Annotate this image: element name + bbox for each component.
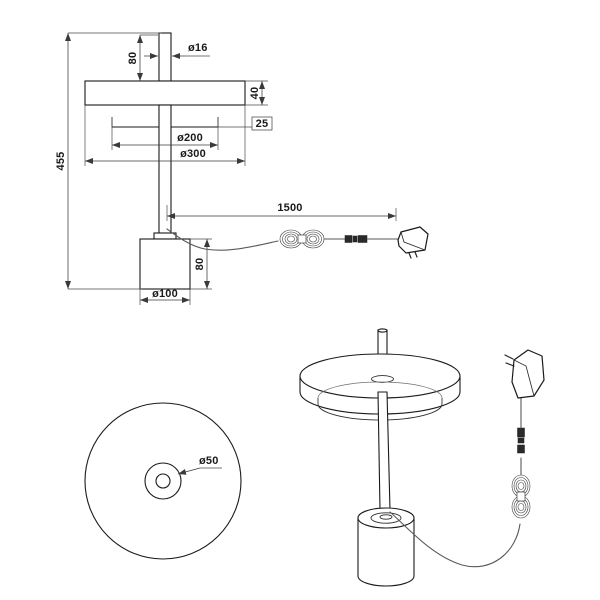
persp-cable-coil-bundle	[511, 474, 531, 519]
top-view-center-hole	[155, 473, 171, 489]
dim-40-label: 40	[249, 87, 261, 100]
persp-cable-segment-base-to-coil	[389, 511, 521, 568]
cable-coil-bundle	[279, 229, 325, 249]
persp-cable-inline-connector	[517, 427, 525, 454]
wall-plug	[397, 226, 429, 259]
dim-stem-diameter: ø16	[144, 42, 210, 59]
persp-base-top	[357, 507, 415, 529]
top-view: ø50	[84, 402, 242, 560]
persp-cable-assembly	[389, 349, 545, 568]
front-stem-upper	[158, 32, 172, 82]
dim-top-view-hole: ø50	[177, 455, 222, 475]
persp-base	[357, 507, 415, 587]
persp-inner-plate-top	[317, 381, 443, 399]
persp-base-stem-hole	[379, 514, 393, 520]
stem-upper-body	[158, 32, 172, 82]
dim-base-diameter: ø100	[139, 288, 191, 305]
dim-inner-plate-offset: 25	[218, 116, 273, 131]
persp-base-inner-ring	[370, 512, 402, 524]
dim-d50-leader-line	[177, 467, 201, 475]
dim-overall-height: 455	[55, 32, 162, 290]
dim-base-height: 80	[190, 238, 212, 290]
stem-lower-body	[158, 104, 172, 238]
plug-edge-fold	[400, 231, 426, 251]
front-stem-lower	[153, 104, 177, 240]
dim-80-top-label: 80	[127, 52, 139, 65]
front-base	[139, 238, 191, 290]
front-elevation-view: 455 80 ø16 40 25	[55, 32, 429, 305]
dim-d300-label: ø300	[180, 148, 206, 160]
shade-body	[84, 80, 246, 106]
dim-d16-label: ø16	[188, 42, 208, 54]
plug-body	[397, 226, 429, 254]
front-cable-assembly	[166, 226, 429, 259]
dim-d50-label: ø50	[199, 455, 219, 467]
dim-shade-thickness: 40	[245, 80, 268, 106]
base-body	[139, 238, 191, 290]
persp-wall-plug	[504, 349, 545, 399]
perspective-view	[299, 328, 545, 587]
persp-plug-edge-fold	[513, 359, 535, 397]
dim-cable-length: 1500	[166, 202, 397, 221]
dim-shade-diameter: ø300	[84, 105, 246, 166]
dim-stem-height: 80	[127, 34, 158, 81]
persp-stem-top-cap	[377, 328, 388, 333]
dim-80-base-label: 80	[194, 258, 206, 271]
front-shade	[84, 80, 246, 106]
cable-inline-connector	[344, 235, 368, 243]
dim-455-label: 455	[55, 152, 67, 171]
persp-base-side	[357, 517, 415, 587]
dim-inner-plate-diameter: ø200	[111, 127, 219, 150]
cable-segment-base-to-coil	[166, 228, 279, 251]
dim-1500-label: 1500	[277, 202, 302, 214]
persp-plug-prongs	[504, 354, 515, 367]
stem-base-collar	[153, 232, 177, 240]
dim-d100-label: ø100	[152, 288, 178, 300]
dim-25-box	[251, 116, 273, 131]
dim-d200-label: ø200	[177, 132, 203, 144]
dim-25-label: 25	[256, 118, 269, 130]
plug-prongs	[408, 251, 418, 259]
persp-shade-stem-hole	[371, 375, 394, 383]
